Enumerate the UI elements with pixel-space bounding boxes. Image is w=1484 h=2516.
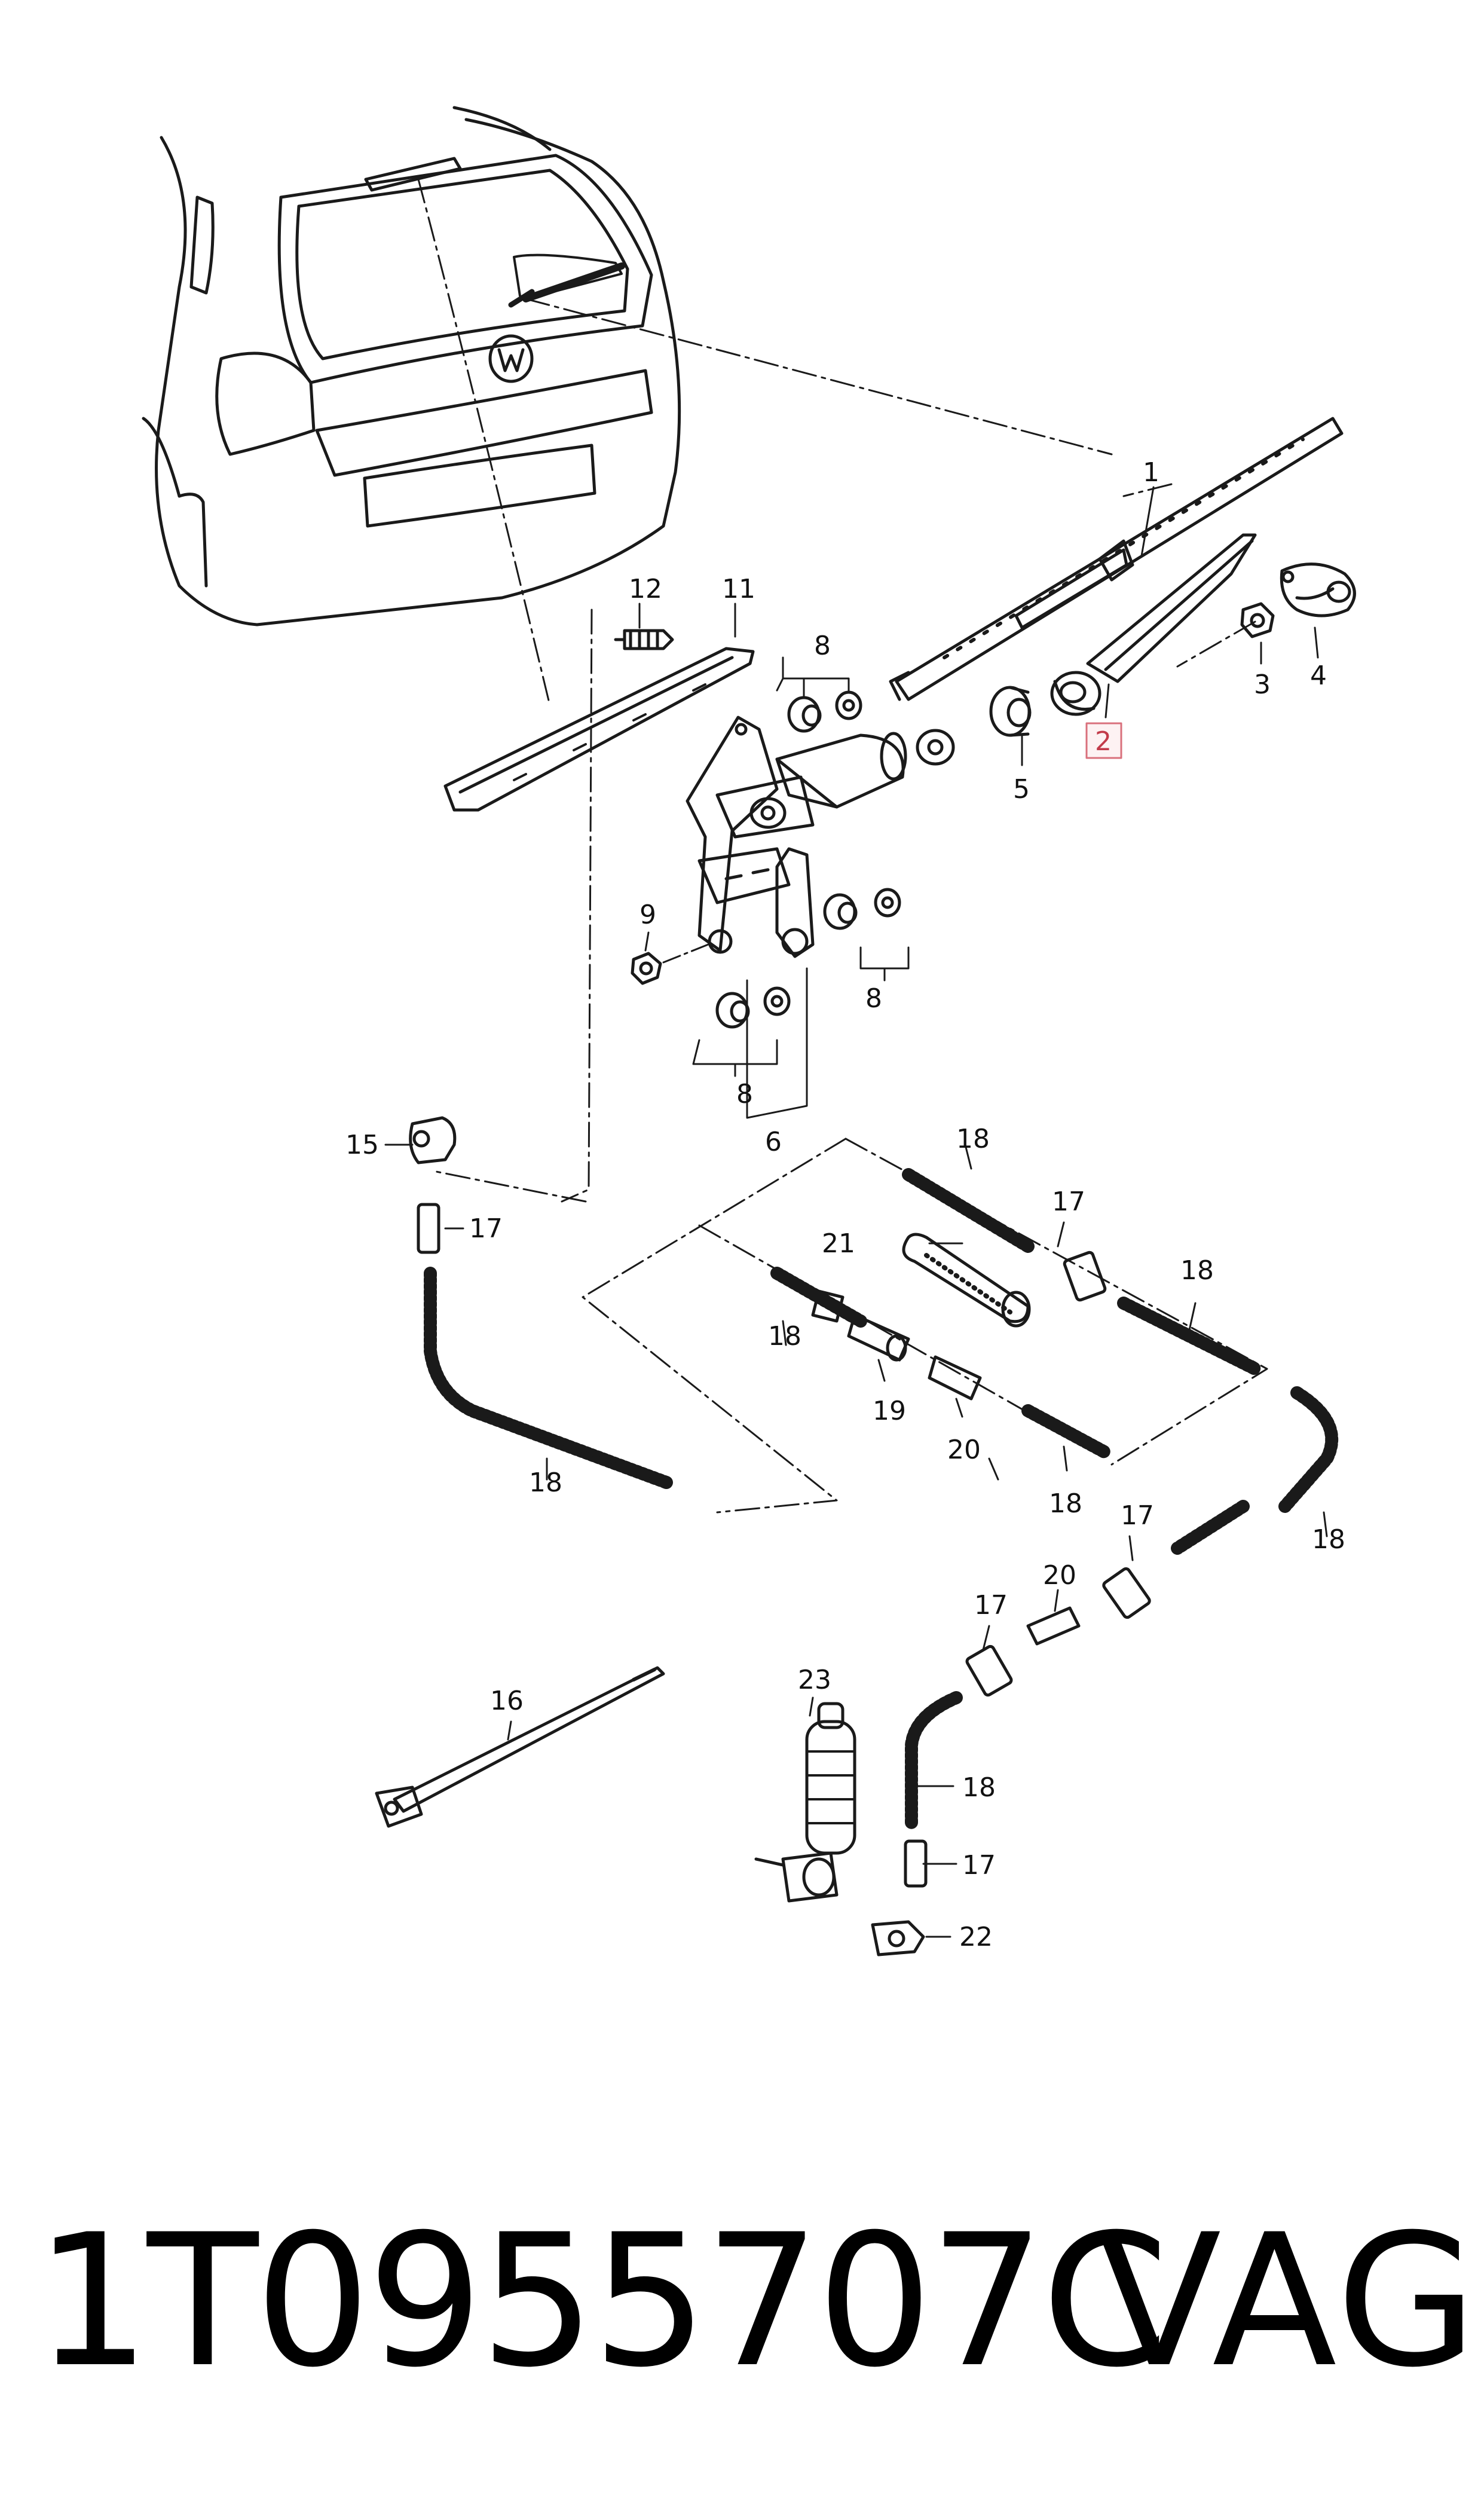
motor-bracket	[686, 716, 815, 958]
wiper-blade	[889, 417, 1344, 701]
wiper-arm	[1050, 533, 1257, 716]
grommets-part-8-upper	[787, 690, 862, 733]
callout-18-f: 18	[1312, 1524, 1345, 1555]
exploded-parts-diagram: 1 2 3 4 5 6 8 8 8 9 11 12 15 16 17 17 17…	[142, 106, 1356, 1956]
callout-2: 2	[1095, 726, 1112, 757]
callout-17-b: 17	[1052, 1187, 1085, 1217]
part-number: 1T0955707C	[35, 2195, 1169, 2407]
brand-name: VAG	[1097, 2195, 1480, 2407]
callout-20-a: 20	[947, 1435, 981, 1465]
callout-18-c: 18	[768, 1321, 801, 1352]
brake-light-trim-part-11	[443, 647, 755, 812]
callout-17-e: 17	[962, 1850, 996, 1881]
hose-fitting-part-22	[871, 1920, 925, 1956]
washer-pump-part-23	[754, 1702, 856, 1903]
grommets-part-8-lower	[715, 986, 791, 1029]
callout-15: 15	[345, 1130, 379, 1160]
callout-18-a: 18	[956, 1124, 990, 1154]
hose-connector-part-17	[417, 1203, 1151, 1888]
callout-18-e: 18	[1049, 1488, 1082, 1519]
callout-1: 1	[1143, 457, 1159, 488]
hex-nut-part-3	[1240, 602, 1275, 638]
callout-18-d: 18	[529, 1468, 562, 1498]
callout-8-lower: 8	[736, 1079, 753, 1109]
cable-tie-part-16	[375, 1666, 665, 1828]
callout-8-upper: 8	[814, 631, 831, 661]
hex-nut-part-9	[631, 943, 709, 985]
callout-11: 11	[722, 574, 755, 604]
callout-18-g: 18	[962, 1772, 996, 1803]
washer-hose-part-18	[424, 1168, 1339, 1830]
callout-3: 3	[1254, 669, 1271, 700]
callout-12: 12	[629, 574, 662, 604]
callout-18-b: 18	[1180, 1255, 1214, 1286]
arm-cap-part-4	[1280, 562, 1356, 617]
bulb-holder-part-12	[614, 629, 674, 650]
callout-20-b: 20	[1043, 1560, 1076, 1591]
grommets-part-8-right	[823, 888, 901, 930]
callout-8-right: 8	[865, 983, 882, 1014]
water-valve-part-19	[811, 1289, 910, 1362]
washer-jet-part-15	[409, 1116, 457, 1164]
part-caption: 1T0955707C VAG	[0, 2176, 1484, 2427]
wiper-motor	[715, 732, 907, 839]
insulation-sleeve-part-21	[902, 1233, 1031, 1328]
callout-23: 23	[798, 1665, 831, 1695]
callout-17-c: 17	[1121, 1500, 1154, 1531]
callout-numbers: 1 2 3 4 5 6 8 8 8 9 11 12 15 16 17 17 17…	[345, 457, 1345, 1952]
connector-part-20	[928, 1355, 1081, 1646]
callout-16: 16	[490, 1686, 524, 1716]
callout-2-highlight	[1085, 722, 1122, 759]
callout-17-a: 17	[469, 1213, 503, 1244]
callout-19: 19	[873, 1396, 906, 1426]
callout-4: 4	[1310, 661, 1327, 691]
seal-part-5	[916, 686, 1032, 766]
callout-22: 22	[959, 1922, 993, 1952]
callout-5: 5	[1013, 774, 1030, 805]
callout-9: 9	[640, 900, 656, 930]
car-rear-illustration	[142, 106, 681, 626]
callout-21: 21	[822, 1228, 855, 1259]
callout-leader-ticks	[384, 486, 1328, 1938]
callout-17-d: 17	[974, 1590, 1008, 1621]
callout-6: 6	[765, 1127, 782, 1157]
